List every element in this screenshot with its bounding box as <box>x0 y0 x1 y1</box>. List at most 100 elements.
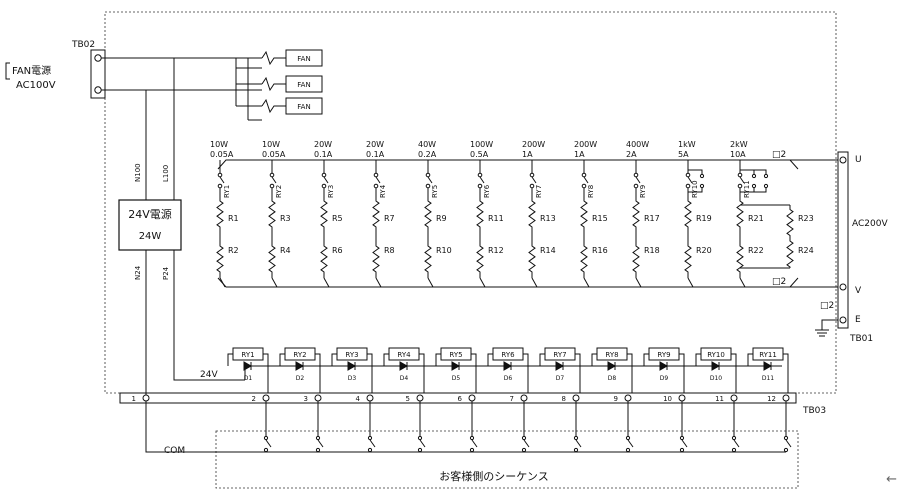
power-supply-rating: 24W <box>139 231 162 242</box>
diode-icon-3 <box>347 361 357 371</box>
resistor-top-3 <box>320 188 328 240</box>
tb01-terminal-e <box>839 316 847 324</box>
rating-power-7: 200W <box>522 140 545 149</box>
parallel-contact-3 <box>752 169 767 193</box>
contact-label-7: RY7 <box>535 185 543 198</box>
resistor-top-6 <box>476 188 484 240</box>
resistor-top-11 <box>736 188 744 240</box>
tb03-number-12: 12 <box>767 395 776 403</box>
switch-bottom-2 <box>315 447 321 453</box>
parallel-contact-top-3 <box>763 173 769 179</box>
com-wire <box>145 401 786 453</box>
customer-sequence-label: お客様側のシーケンス <box>439 469 548 483</box>
resistor-bottom-11 <box>736 240 744 278</box>
relay-coil-label-2: RY2 <box>293 351 306 359</box>
diode-icon-7 <box>555 361 565 371</box>
wire-p24-label: P24 <box>162 266 170 280</box>
bus-rise-5 <box>427 277 434 288</box>
tb03-number-1: 1 <box>132 395 136 403</box>
diode-label-6: D6 <box>504 375 513 382</box>
power-supply-section: 24V電源 24W N100 L100 N24 P24 24V <box>118 58 245 397</box>
rating-power-1: 10W <box>210 140 228 149</box>
resistor-top-9 <box>632 188 640 240</box>
resistor-bottom-label-9: R18 <box>644 246 660 255</box>
resistor-top-label-6: R11 <box>488 214 504 223</box>
tb03-number-9: 9 <box>614 395 618 403</box>
tb03-terminal-2 <box>262 394 270 402</box>
tb03-number-6: 6 <box>458 395 463 403</box>
bus-rise-7 <box>531 277 538 288</box>
tb03-label: TB03 <box>802 406 826 416</box>
fan-fuse-3 <box>261 98 286 114</box>
relay-coil-label-7: RY7 <box>553 351 566 359</box>
relay-wiring-6 <box>487 353 529 393</box>
contact-blade-6 <box>479 176 485 184</box>
tb01-v-label: V <box>855 286 862 296</box>
switch-top-4 <box>417 435 423 441</box>
contact-label-8: RY8 <box>587 185 595 198</box>
contact-bottom-1 <box>217 183 223 189</box>
tb03-number-8: 8 <box>562 395 566 403</box>
resistor-r23 <box>786 205 794 240</box>
diode-icon-8 <box>607 361 617 371</box>
resistor-top-7 <box>528 188 536 240</box>
tb03-terminal-8 <box>572 394 580 402</box>
switch-bottom-10 <box>731 447 737 453</box>
resistor-top-label-1: R1 <box>228 214 239 223</box>
resistor-bottom-label-2: R4 <box>280 246 291 255</box>
back-arrow-icon[interactable]: ← <box>886 472 897 487</box>
bus-rise-2 <box>271 277 278 288</box>
switch-bottom-5 <box>469 447 475 453</box>
resistor-r24-label: R24 <box>798 246 814 255</box>
bus-rise-4 <box>375 277 382 288</box>
rating-current-3: 0.1A <box>314 150 333 159</box>
resistor-top-label-2: R3 <box>280 214 291 223</box>
contact-label-10: RY10 <box>691 180 699 198</box>
enclosure-outline <box>104 11 837 394</box>
resistor-top-2 <box>268 188 276 240</box>
relay-wiring-4 <box>383 353 425 393</box>
rating-current-7: 1A <box>522 150 533 159</box>
resistor-top-label-4: R7 <box>384 214 395 223</box>
switch-top-9 <box>679 435 685 441</box>
resistor-bottom-4 <box>372 240 380 278</box>
tb01-u-label: U <box>855 155 862 165</box>
contact-label-9: RY9 <box>639 185 647 198</box>
contact-label-4: RY4 <box>379 184 387 198</box>
diode-label-1: D1 <box>244 375 253 382</box>
main-terminal-section: U V E AC200V TB01 □2 □2 □2 <box>772 150 888 344</box>
switch-blade-11 <box>785 439 792 448</box>
rating-power-8: 200W <box>574 140 597 149</box>
resistor-top-1 <box>216 188 224 240</box>
resistor-bottom-2 <box>268 240 276 278</box>
diode-icon-11 <box>763 361 773 371</box>
tb02-terminal-2 <box>94 86 102 94</box>
resistor-bottom-7 <box>528 240 536 278</box>
contact-bottom-9 <box>633 183 639 189</box>
wire-l100-label: L100 <box>162 165 170 182</box>
diode-label-8: D8 <box>608 375 617 382</box>
fan-box-1 <box>285 49 323 67</box>
contact-blade-2 <box>271 176 277 184</box>
switch-blade-2 <box>317 439 324 448</box>
resistor-bottom-label-8: R16 <box>592 246 608 255</box>
power-supply-title: 24V電源 <box>128 207 172 221</box>
diode-icon-6 <box>503 361 513 371</box>
rating-current-2: 0.05A <box>262 150 286 159</box>
rating-current-8: 1A <box>574 150 585 159</box>
resistor-bottom-3 <box>320 240 328 278</box>
tb03-number-4: 4 <box>356 395 361 403</box>
contact-bottom-2 <box>269 183 275 189</box>
parallel-contact-top-1 <box>699 173 705 179</box>
diode-icon-5 <box>451 361 461 371</box>
rail-24v-label: 24V <box>200 370 218 380</box>
contact-top-5 <box>425 172 431 178</box>
switch-bottom-9 <box>679 447 685 453</box>
resistor-bottom-label-4: R8 <box>384 246 395 255</box>
rating-current-6: 0.5A <box>470 150 489 159</box>
tb03-number-7: 7 <box>510 395 514 403</box>
bus-rise-6 <box>479 277 486 288</box>
contact-top-7 <box>529 172 535 178</box>
